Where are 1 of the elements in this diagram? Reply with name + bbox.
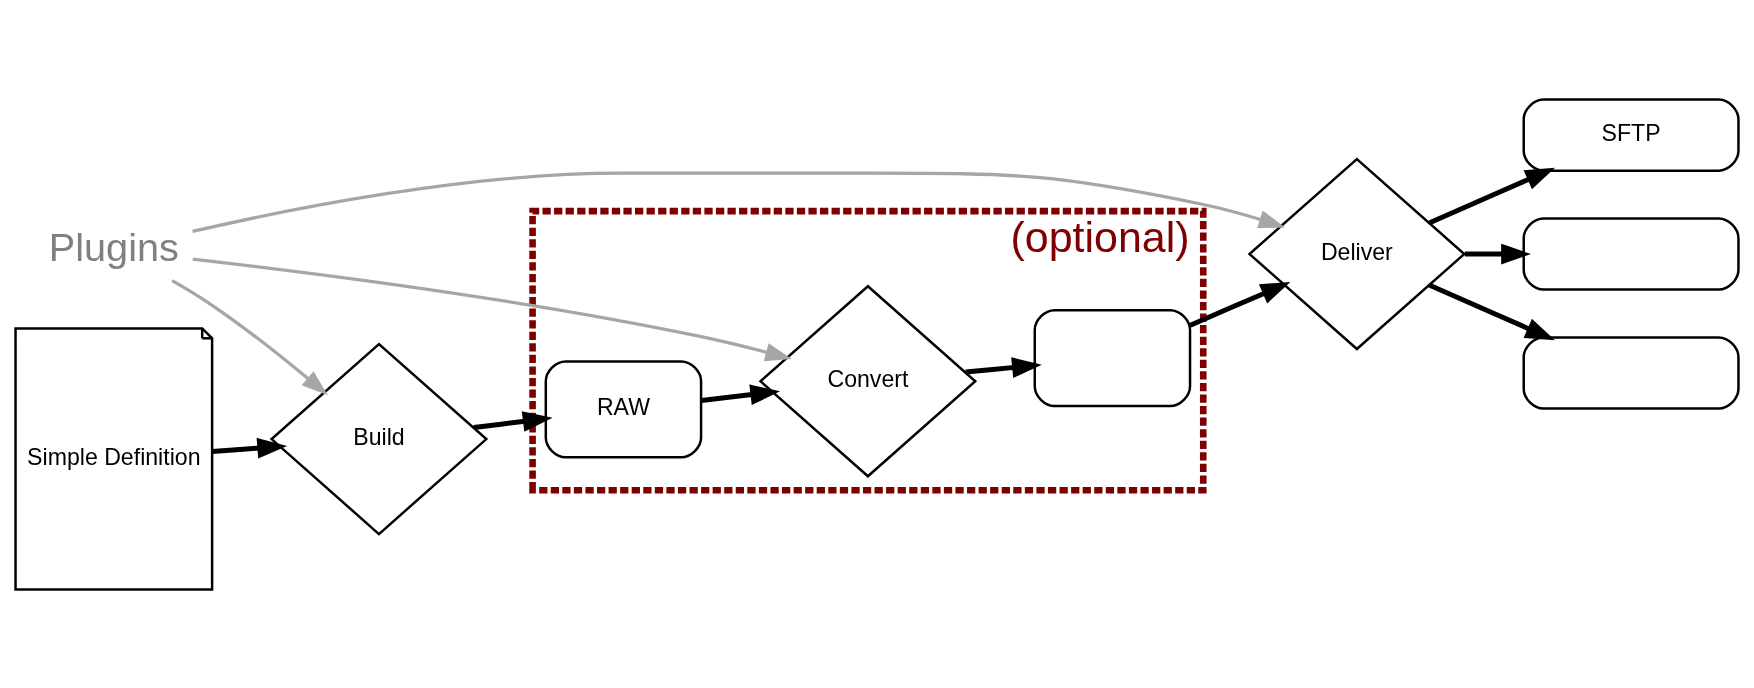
node-text: Plugins [48, 224, 179, 269]
